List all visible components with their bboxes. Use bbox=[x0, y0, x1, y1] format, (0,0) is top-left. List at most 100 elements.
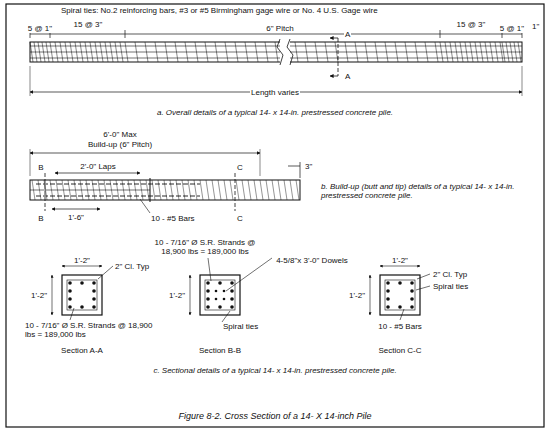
dimension-label: 1'-6" bbox=[67, 213, 85, 222]
strand-dot bbox=[206, 305, 210, 309]
spiral-tie bbox=[158, 180, 161, 200]
spiral-tie bbox=[46, 42, 49, 62]
section-cut-line bbox=[338, 38, 339, 76]
section-mark: C bbox=[236, 214, 244, 223]
spiral-tie bbox=[460, 42, 463, 62]
dimension-line bbox=[52, 209, 100, 210]
dimension-label: 1" bbox=[531, 22, 540, 31]
dimension-line bbox=[30, 153, 260, 154]
strand-dot bbox=[230, 297, 234, 301]
dimension-line bbox=[55, 173, 140, 174]
strand-line bbox=[30, 46, 522, 47]
spiral-tie bbox=[395, 42, 398, 62]
spiral-tie bbox=[55, 42, 58, 62]
callout-label: 2" Cl. Typ bbox=[432, 270, 468, 279]
spiral-tie bbox=[176, 180, 179, 200]
section-outline bbox=[62, 275, 102, 315]
strand-dot bbox=[215, 290, 218, 293]
dimension-label: 15 @ 3" bbox=[456, 20, 487, 29]
pile-elevation bbox=[30, 42, 522, 62]
dimension-label: 2'-0" Laps bbox=[79, 162, 117, 171]
strand-dot bbox=[386, 297, 390, 301]
section-mark: A bbox=[344, 30, 351, 39]
spiral-tie bbox=[32, 180, 35, 200]
spiral-tie bbox=[236, 180, 239, 200]
spiral-tie bbox=[470, 42, 473, 62]
spiral-tie bbox=[50, 180, 53, 200]
spiral-tie bbox=[490, 42, 493, 62]
spiral-tie bbox=[375, 42, 378, 62]
section-outline bbox=[200, 275, 240, 315]
spiral-tie bbox=[506, 42, 509, 62]
spiral-tie bbox=[242, 180, 245, 200]
dimension-label: 1'-2" bbox=[73, 256, 91, 265]
strand-dot bbox=[215, 298, 218, 301]
dimension-label: 6" Pitch bbox=[265, 24, 294, 33]
leader-line bbox=[400, 309, 404, 320]
spiral-tie bbox=[260, 180, 263, 200]
part-caption: a. Overall details of a typical 14- x 14… bbox=[156, 108, 394, 117]
figure-caption: Figure 8-2. Cross Section of a 14- X 14-… bbox=[177, 412, 372, 421]
dimension-line bbox=[190, 275, 191, 315]
spiral-tie bbox=[385, 280, 415, 310]
section-arrow bbox=[330, 76, 338, 77]
spiral-tie bbox=[34, 42, 37, 62]
spiral-tie bbox=[110, 180, 113, 200]
strand-dot bbox=[80, 305, 84, 309]
spiral-tie bbox=[38, 180, 41, 200]
strand-dot bbox=[410, 305, 414, 309]
spiral-tie bbox=[450, 42, 453, 62]
strand-dot bbox=[206, 281, 210, 285]
spiral-tie bbox=[278, 180, 281, 200]
spiral-tie bbox=[56, 180, 59, 200]
spiral-tie bbox=[95, 42, 98, 62]
leader-line bbox=[208, 258, 211, 281]
strand-dot bbox=[230, 281, 234, 285]
strand-dot bbox=[410, 297, 414, 301]
section-cut-line bbox=[235, 173, 236, 211]
spiral-tie bbox=[205, 42, 208, 62]
strand-dot bbox=[410, 281, 414, 285]
callout-label: Spiral ties bbox=[432, 282, 469, 291]
spiral-tie bbox=[425, 42, 428, 62]
section-title: Section B-B bbox=[198, 346, 242, 355]
spiral-tie bbox=[116, 180, 119, 200]
strand-dot bbox=[410, 289, 414, 293]
spiral-tie bbox=[120, 42, 123, 62]
spiral-tie bbox=[272, 180, 275, 200]
strand-dot bbox=[92, 281, 96, 285]
spiral-tie bbox=[75, 42, 78, 62]
spiral-tie bbox=[185, 42, 188, 62]
callout-label: 2" Cl. Typ bbox=[114, 262, 150, 271]
strand-dots bbox=[68, 281, 414, 309]
leader-line bbox=[416, 286, 430, 290]
bar-line bbox=[30, 190, 150, 191]
spiral-tie bbox=[215, 42, 218, 62]
spiral-tie bbox=[38, 42, 41, 62]
spiral-tie bbox=[355, 42, 358, 62]
dimension-line bbox=[288, 162, 300, 178]
spiral-tie bbox=[284, 180, 287, 200]
spiral-tie bbox=[92, 180, 95, 200]
dowel-bar bbox=[36, 184, 200, 185]
dimension-label: 3" bbox=[304, 162, 313, 171]
spiral-tie bbox=[86, 180, 89, 200]
spiral-tie bbox=[345, 42, 348, 62]
spiral-tie bbox=[206, 180, 209, 200]
dimension-line bbox=[30, 34, 522, 35]
break-line bbox=[277, 39, 283, 65]
strand-dot bbox=[398, 281, 402, 285]
callout-label: 4-5/8"x 3'-0" Dowels bbox=[275, 256, 349, 265]
dimension-label: 1'-2" bbox=[30, 291, 48, 300]
spiral-tie bbox=[85, 42, 88, 62]
strand-dot bbox=[223, 298, 226, 301]
strand-line bbox=[30, 52, 522, 53]
spiral-tie bbox=[495, 42, 498, 62]
strand-dot bbox=[68, 289, 72, 293]
break-line bbox=[287, 39, 293, 65]
section-mark: B bbox=[37, 214, 44, 223]
spiral-tie bbox=[205, 280, 235, 310]
dimension-label: 15 @ 3" bbox=[73, 20, 104, 29]
dimension-label: 6'-0" Max bbox=[102, 130, 137, 139]
strand-dot bbox=[206, 289, 210, 293]
